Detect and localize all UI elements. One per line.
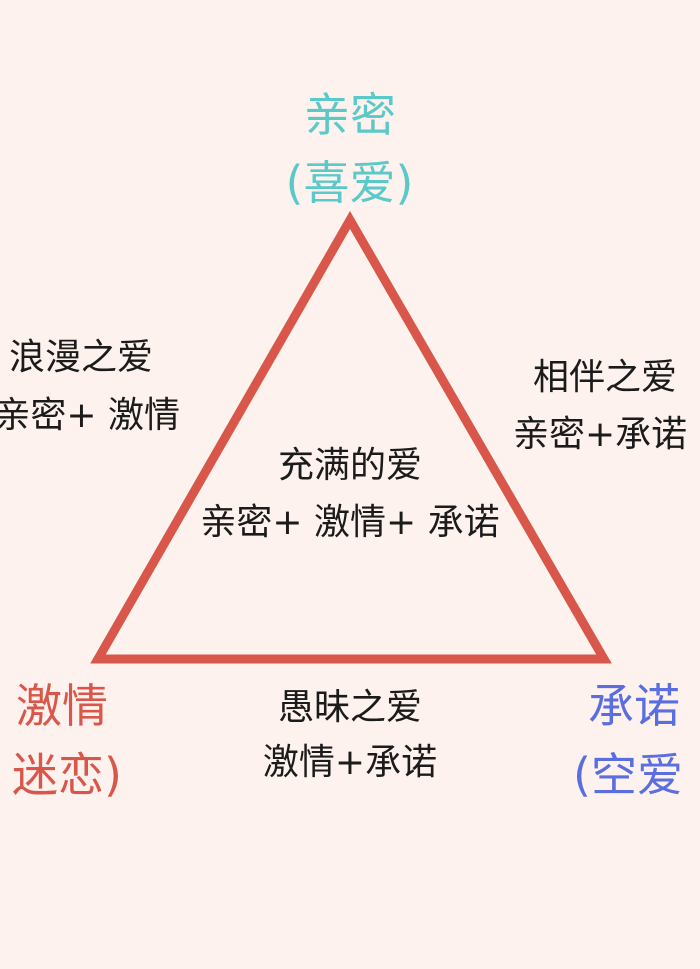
vertex-commitment-title: 承诺	[588, 679, 680, 733]
companionate-love-formula: 亲密+承诺	[513, 414, 688, 455]
vertex-intimacy-subtitle: (喜爱)	[285, 156, 414, 210]
companionate-love-name: 相伴之爱	[533, 357, 678, 398]
vertex-passion-title: 激情	[16, 679, 108, 733]
romantic-love-name: 浪漫之爱	[9, 337, 154, 378]
vertex-passion-subtitle: 迷恋)	[12, 748, 122, 802]
triangle-outline	[90, 210, 612, 664]
consummate-love-formula: 亲密+ 激情+ 承诺	[200, 502, 500, 543]
vertex-intimacy-title: 亲密	[304, 88, 396, 142]
consummate-love-name: 充满的爱	[277, 445, 422, 486]
fatuous-love-name: 愚昧之爱	[277, 687, 422, 728]
romantic-love-formula: 亲密+ 激情	[0, 395, 180, 436]
fatuous-love-formula: 激情+承诺	[262, 742, 438, 783]
vertex-commitment-subtitle: (空爱	[573, 748, 683, 802]
